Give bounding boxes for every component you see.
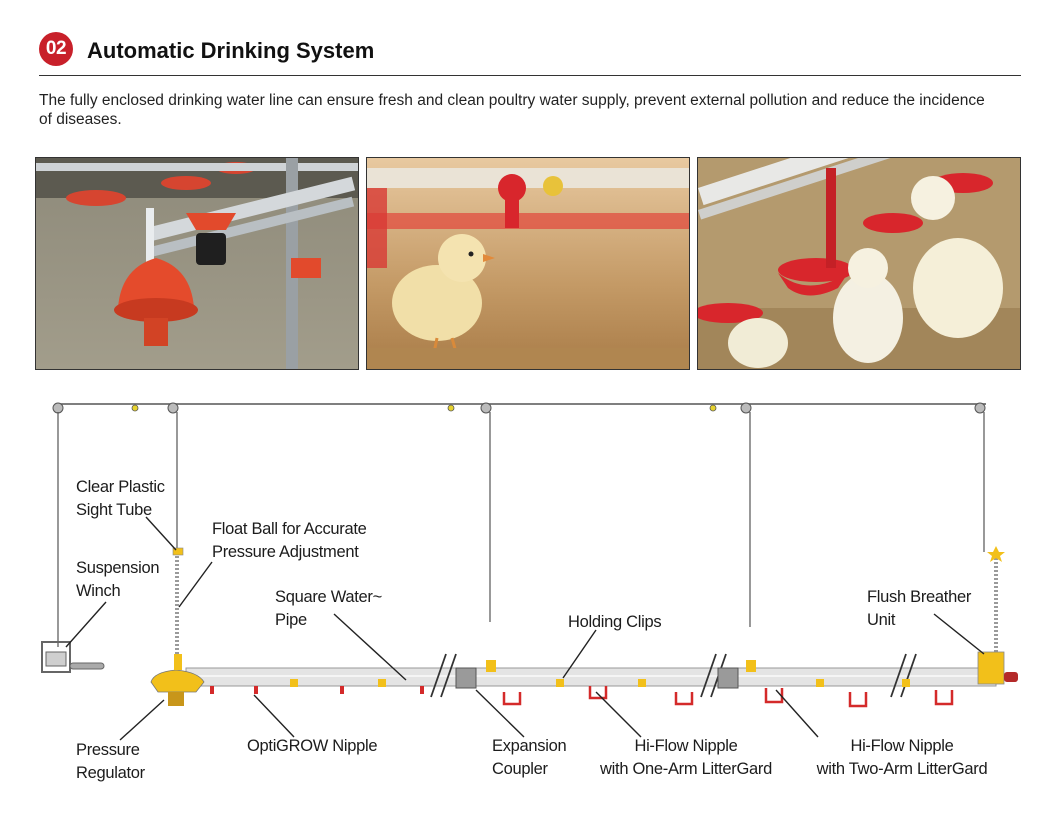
label-suspension-winch: Suspension Winch [76, 559, 160, 600]
section-title: Automatic Drinking System [87, 38, 375, 63]
label-holding-clips: Holding Clips [568, 613, 662, 631]
section-header: 02 Automatic Drinking System [39, 32, 1021, 76]
label-optigrow-nipple: OptiGROW Nipple [247, 737, 378, 755]
label-square-pipe: Square Water~ Pipe [275, 588, 382, 629]
label-hiflow-two-arm: Hi-Flow Nipple with Two-Arm LitterGard [816, 737, 988, 778]
photo-chick-nipple [366, 157, 690, 370]
drinking-line-diagram: Clear Plastic Sight Tube Float Ball for … [36, 392, 1026, 792]
label-flush-breather: Flush Breather Unit [867, 588, 972, 629]
section-description: The fully enclosed drinking water line c… [39, 92, 985, 128]
label-hiflow-one-arm: Hi-Flow Nipple with One-Arm LitterGard [600, 737, 772, 778]
label-pressure-regulator: Pressure Regulator [76, 741, 145, 782]
photo-pressure-regulator [35, 157, 359, 370]
label-expansion-coupler: Expansion Coupler [492, 737, 567, 778]
diagram-illustration [41, 402, 1018, 741]
photo-chicks-littergard [697, 157, 1021, 370]
label-sight-tube: Clear Plastic Sight Tube [76, 478, 165, 519]
section-number-badge: 02 [39, 32, 73, 66]
label-float-ball: Float Ball for Accurate Pressure Adjustm… [212, 520, 367, 561]
